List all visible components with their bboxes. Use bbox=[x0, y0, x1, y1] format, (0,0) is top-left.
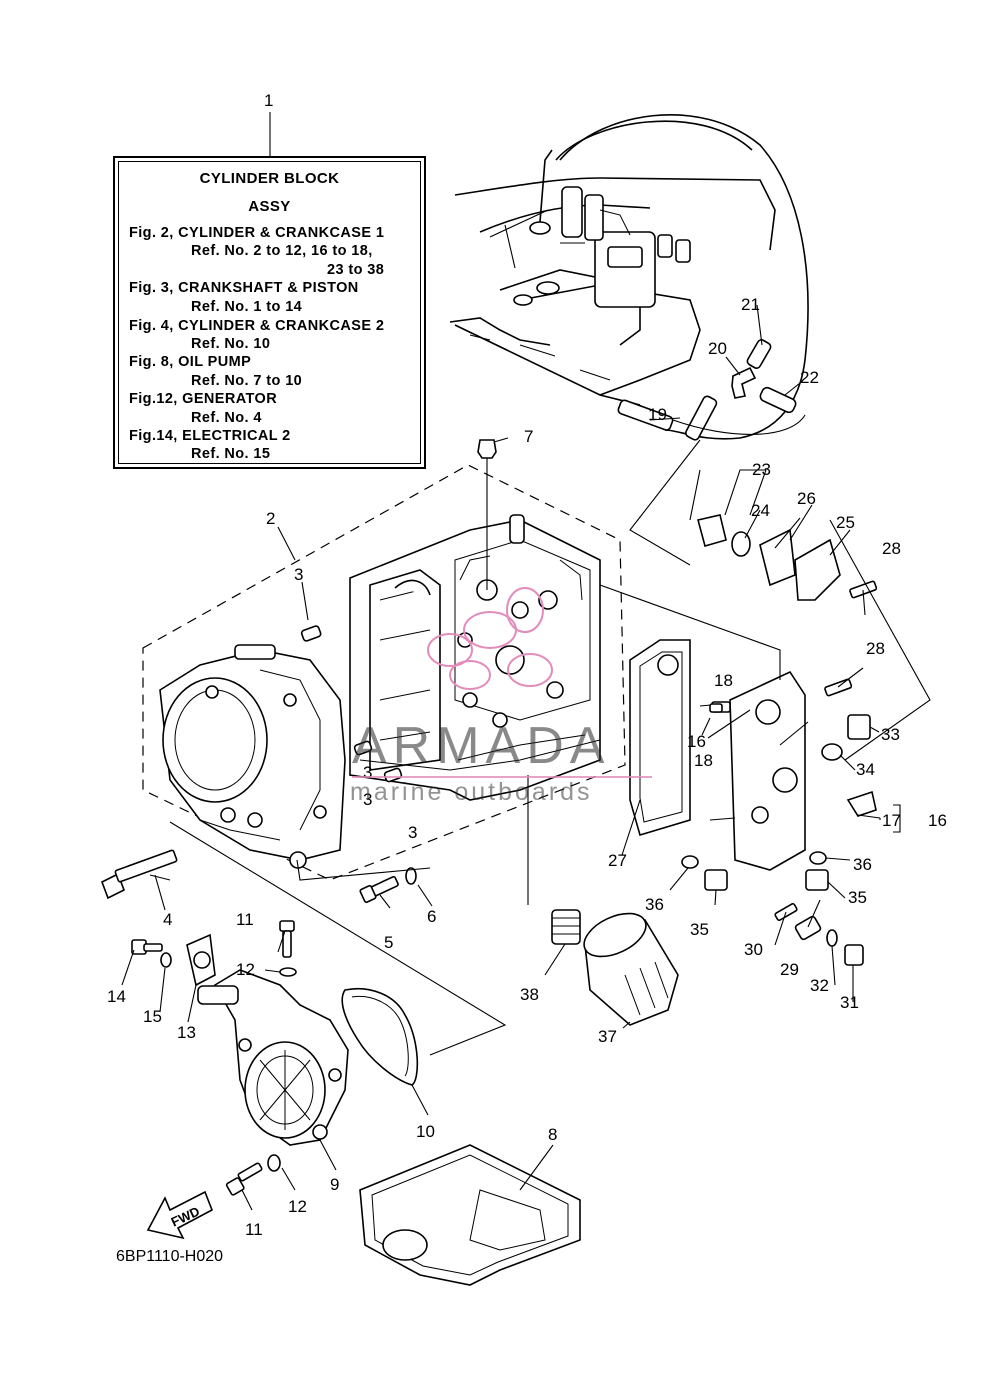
callout-36: 36 bbox=[645, 895, 664, 914]
callout-22: 22 bbox=[800, 368, 819, 387]
callout-11: 11 bbox=[245, 1220, 263, 1239]
callout-25: 25 bbox=[836, 513, 855, 532]
info-row-fig3: Fig. 3, CRANKSHAFT & PISTON bbox=[129, 280, 359, 296]
callout-5: 5 bbox=[384, 933, 393, 952]
info-row-fig8: Fig. 8, OIL PUMP bbox=[129, 354, 252, 370]
callout-31: 31 bbox=[840, 993, 859, 1012]
callout-14: 14 bbox=[107, 987, 126, 1006]
callout-9: 9 bbox=[330, 1175, 339, 1194]
small-fasteners bbox=[131, 920, 297, 1196]
callout-20: 20 bbox=[708, 339, 727, 358]
callout-27: 27 bbox=[608, 851, 627, 870]
callout-23: 23 bbox=[752, 460, 771, 479]
callout-35: 35 bbox=[690, 920, 709, 939]
info-row-fig4: Fig. 4, CYLINDER & CRANKCASE 2 bbox=[129, 318, 385, 334]
callout-11: 11 bbox=[236, 910, 254, 929]
callout-3: 3 bbox=[363, 763, 372, 782]
exhaust-cover-16 bbox=[711, 670, 806, 871]
callout-34: 34 bbox=[856, 760, 875, 779]
info-box-subtitle: ASSY bbox=[248, 198, 291, 215]
callout-33: 33 bbox=[881, 725, 900, 744]
small-parts-29-36 bbox=[681, 703, 877, 966]
callout-17: 17 bbox=[882, 811, 901, 830]
diagram-code: 6BP1110-H020 bbox=[116, 1248, 224, 1265]
callout-35: 35 bbox=[848, 888, 867, 907]
callout-18: 18 bbox=[714, 671, 733, 690]
info-box-title: CYLINDER BLOCK bbox=[199, 170, 340, 187]
watermark-subtitle: marine outboards bbox=[350, 778, 593, 806]
callout-1: 1 bbox=[264, 91, 273, 110]
callout-19: 19 bbox=[648, 405, 667, 424]
callout-37: 37 bbox=[598, 1027, 617, 1046]
info-row-ref: Ref. No. 1 to 14 bbox=[191, 299, 303, 315]
gasket-27 bbox=[629, 639, 691, 836]
callout-labels: 1 2 3 3 3 3 4 5 6 7 8 9 10 11 11 12 12 1… bbox=[107, 91, 947, 1239]
callout-16: 16 bbox=[687, 732, 706, 751]
callout-18: 18 bbox=[694, 751, 713, 770]
callout-24: 24 bbox=[751, 501, 770, 520]
gasket-10 bbox=[341, 988, 419, 1086]
info-row-ref: Ref. No. 4 bbox=[191, 410, 262, 426]
callout-2: 2 bbox=[266, 509, 275, 528]
callout-6: 6 bbox=[427, 907, 436, 926]
info-row-fig12: Fig.12, GENERATOR bbox=[129, 391, 278, 407]
callout-8: 8 bbox=[548, 1125, 557, 1144]
thermostat-parts bbox=[697, 514, 878, 697]
info-row-ref: 23 to 38 bbox=[327, 262, 385, 278]
callout-leaders bbox=[121, 112, 931, 1211]
callout-10: 10 bbox=[416, 1122, 435, 1141]
callout-13: 13 bbox=[177, 1023, 196, 1042]
callout-12: 12 bbox=[288, 1197, 307, 1216]
info-row-ref: Ref. No. 15 bbox=[191, 446, 271, 462]
callout-7: 7 bbox=[524, 427, 533, 446]
callout-28: 28 bbox=[866, 639, 885, 658]
callout-3: 3 bbox=[363, 790, 372, 809]
plug-7 bbox=[477, 439, 497, 590]
bolt-4 bbox=[100, 849, 178, 900]
watermark-divider bbox=[352, 776, 652, 778]
info-row-ref: Ref. No. 10 bbox=[191, 336, 271, 352]
bolt-5-washer-6 bbox=[359, 867, 417, 904]
dowel-pins bbox=[300, 625, 403, 783]
oil-filter bbox=[551, 909, 679, 1026]
info-row-ref: Ref. No. 2 to 12, 16 to 18, bbox=[191, 243, 373, 259]
oil-pan-gasket-8 bbox=[359, 1144, 581, 1286]
watermark-word: ARMADA bbox=[352, 717, 611, 775]
info-row-fig2: Fig. 2, CYLINDER & CRANKCASE 1 bbox=[129, 225, 385, 241]
callout-29: 29 bbox=[780, 960, 799, 979]
info-row-ref: Ref. No. 7 to 10 bbox=[191, 373, 303, 389]
callout-3: 3 bbox=[294, 565, 303, 584]
fwd-arrow: FWD bbox=[146, 1190, 214, 1240]
info-row-fig14: Fig.14, ELECTRICAL 2 bbox=[129, 428, 291, 444]
cylinder-block bbox=[349, 514, 601, 801]
callout-12: 12 bbox=[236, 960, 255, 979]
callout-28: 28 bbox=[882, 539, 901, 558]
watermark-logo-icon bbox=[427, 587, 553, 690]
crankcase bbox=[159, 644, 346, 869]
callout-15: 15 bbox=[143, 1007, 162, 1026]
callout-4: 4 bbox=[163, 910, 172, 929]
callout-3: 3 bbox=[408, 823, 417, 842]
callout-36: 36 bbox=[853, 855, 872, 874]
info-box: CYLINDER BLOCK ASSY Fig. 2, CYLINDER & C… bbox=[113, 156, 426, 469]
callout-38: 38 bbox=[520, 985, 539, 1004]
oil-pump-housing bbox=[197, 969, 349, 1146]
hose-assembly bbox=[617, 339, 806, 566]
callout-26: 26 bbox=[797, 489, 816, 508]
callout-21: 21 bbox=[741, 295, 760, 314]
cylinder-block-dashed-outline bbox=[142, 464, 626, 881]
callout-16: 16 bbox=[928, 811, 947, 830]
upper-engine-outline bbox=[449, 114, 809, 440]
callout-32: 32 bbox=[810, 976, 829, 995]
callout-30: 30 bbox=[744, 940, 763, 959]
